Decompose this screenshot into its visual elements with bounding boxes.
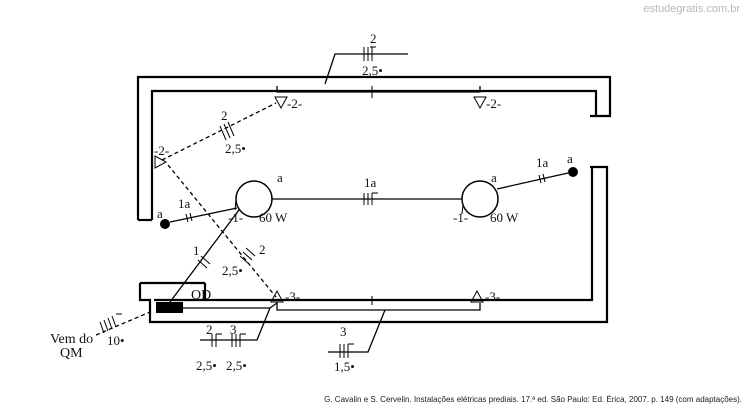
lamp-right-id: -1-	[453, 210, 468, 225]
feed-label-line2: QM	[60, 346, 83, 361]
switch-right	[496, 167, 578, 190]
switch-left	[160, 207, 238, 229]
bottom-section-b: 2,5•	[226, 358, 247, 373]
outlet-bottom-right	[470, 289, 484, 303]
source-credit: G. Cavalin e S. Cervelin. Instalações el…	[324, 395, 742, 404]
qd-wire2-marks	[239, 247, 256, 265]
qd-to-lamp-wire	[169, 209, 240, 303]
diag-circuit-section: 2,5•	[225, 141, 246, 156]
qd-panel	[156, 302, 183, 313]
bottom-section-a: 2,5•	[196, 358, 217, 373]
qd-wire2-count: 2	[259, 242, 266, 257]
lamp-left-id: -1-	[228, 210, 243, 225]
outlet-top-right	[473, 96, 487, 110]
bottom-right-count: 3	[340, 324, 347, 339]
qd-wire1-marks	[197, 255, 211, 269]
outlet-left-wall	[154, 155, 168, 169]
outlet-top-right-label: -2-	[486, 96, 501, 111]
feed-label-line1: Vem do	[50, 332, 93, 347]
switch-right-point: a	[567, 151, 573, 166]
lamp-right-power: 60 W	[490, 210, 519, 225]
outlet-top-left-label: -2-	[287, 96, 302, 111]
qd-wire1-count: 1	[193, 243, 200, 258]
feed-section: 10•	[107, 333, 125, 348]
watermark: estudegratis.com.br	[643, 3, 740, 15]
feed-line	[95, 311, 151, 336]
top-circuit-section: 2,5•	[362, 63, 383, 78]
diag-circuit-count: 2	[221, 108, 228, 123]
switch-left-point: a	[157, 206, 163, 221]
switch-right-wire: 1a	[536, 155, 549, 170]
outlet-bottom-left-label: -3-	[285, 289, 300, 304]
lamp-left-power: 60 W	[259, 210, 288, 225]
walls	[136, 75, 612, 324]
top-circuit-count: 2	[370, 31, 377, 46]
bottom-count-b: 3	[230, 322, 237, 337]
outlet-bottom-right-label: -3-	[485, 289, 500, 304]
bottom-right-section: 1,5•	[334, 359, 355, 374]
middle-wire-marks	[363, 192, 378, 205]
lamp-left-point: a	[277, 170, 283, 185]
outlet-bottom-left	[270, 289, 284, 303]
middle-wire-label: 1a	[364, 175, 377, 190]
switch-left-wire: 1a	[178, 196, 191, 211]
outlet-left-wall-label: -2-	[154, 143, 169, 158]
top-conduit	[276, 46, 481, 98]
bottom-conduit	[183, 296, 481, 358]
diag-circuit-marks	[219, 121, 235, 141]
dashed-run-top	[161, 102, 277, 161]
dashed-run-down	[167, 164, 277, 298]
qd-wire2-section: 2,5•	[222, 263, 243, 278]
qd-label: QD	[191, 288, 211, 303]
outlet-top-left	[274, 96, 288, 110]
bottom-count-a: 2	[206, 322, 213, 337]
lamp-right-point: a	[491, 170, 497, 185]
